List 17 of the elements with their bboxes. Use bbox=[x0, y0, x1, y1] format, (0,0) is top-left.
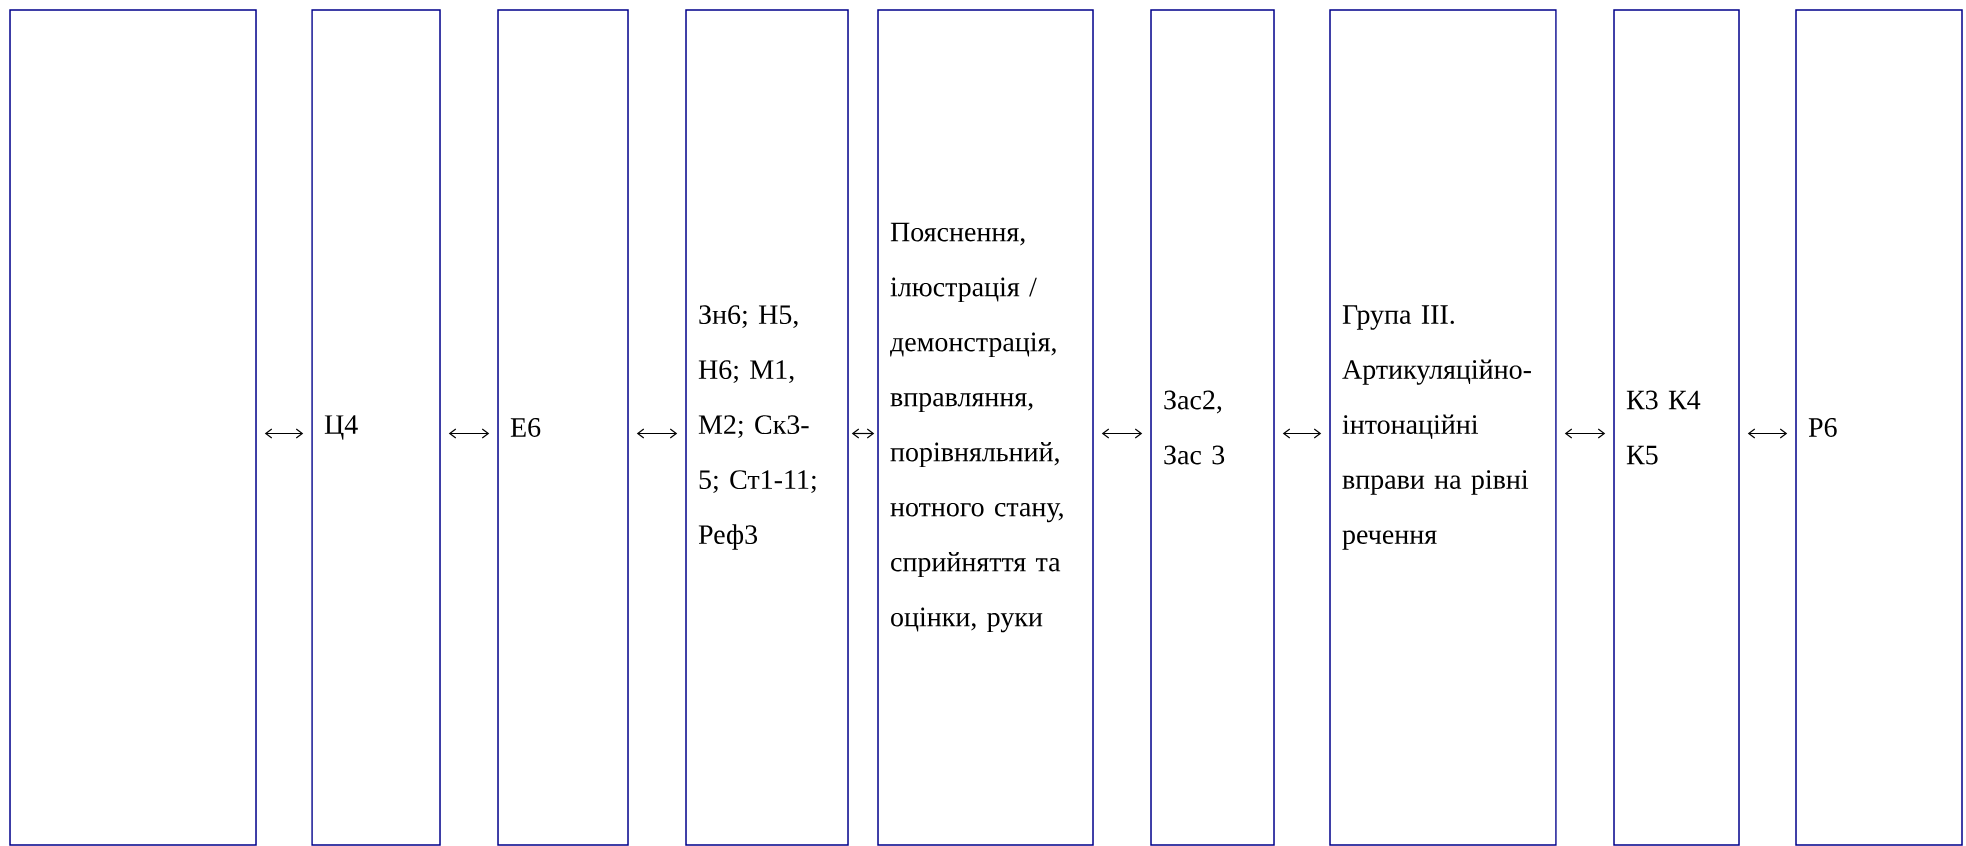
arrow bbox=[1564, 428, 1606, 439]
arrow bbox=[1747, 428, 1788, 439]
text-box: Пояснення, ілюстрація / демонстрація, вправляння, порівняльний, нотного стану, сприйняття та оцінки, руки bbox=[877, 9, 1094, 846]
text-box: Група ІІІ. Артикуляційно-інтонаційні вправи на рівні речення bbox=[1329, 9, 1557, 846]
text-box: Зн6; Н5, Н6; М1, М2; Ск3-5; Ст1-11; Реф3 bbox=[685, 9, 849, 846]
text-box: Р6 bbox=[1795, 9, 1963, 846]
arrow bbox=[448, 428, 490, 439]
arrow bbox=[264, 428, 304, 439]
text-box: Ц4 bbox=[311, 9, 441, 846]
arrow bbox=[851, 428, 875, 439]
arrow bbox=[1101, 428, 1143, 439]
text-box: Зас2, Зас 3 bbox=[1150, 9, 1275, 846]
arrow bbox=[1282, 428, 1322, 439]
arrow bbox=[636, 428, 678, 439]
empty-box bbox=[9, 9, 257, 846]
text-box: К3 К4 К5 bbox=[1613, 9, 1740, 846]
text-box: Е6 bbox=[497, 9, 629, 846]
